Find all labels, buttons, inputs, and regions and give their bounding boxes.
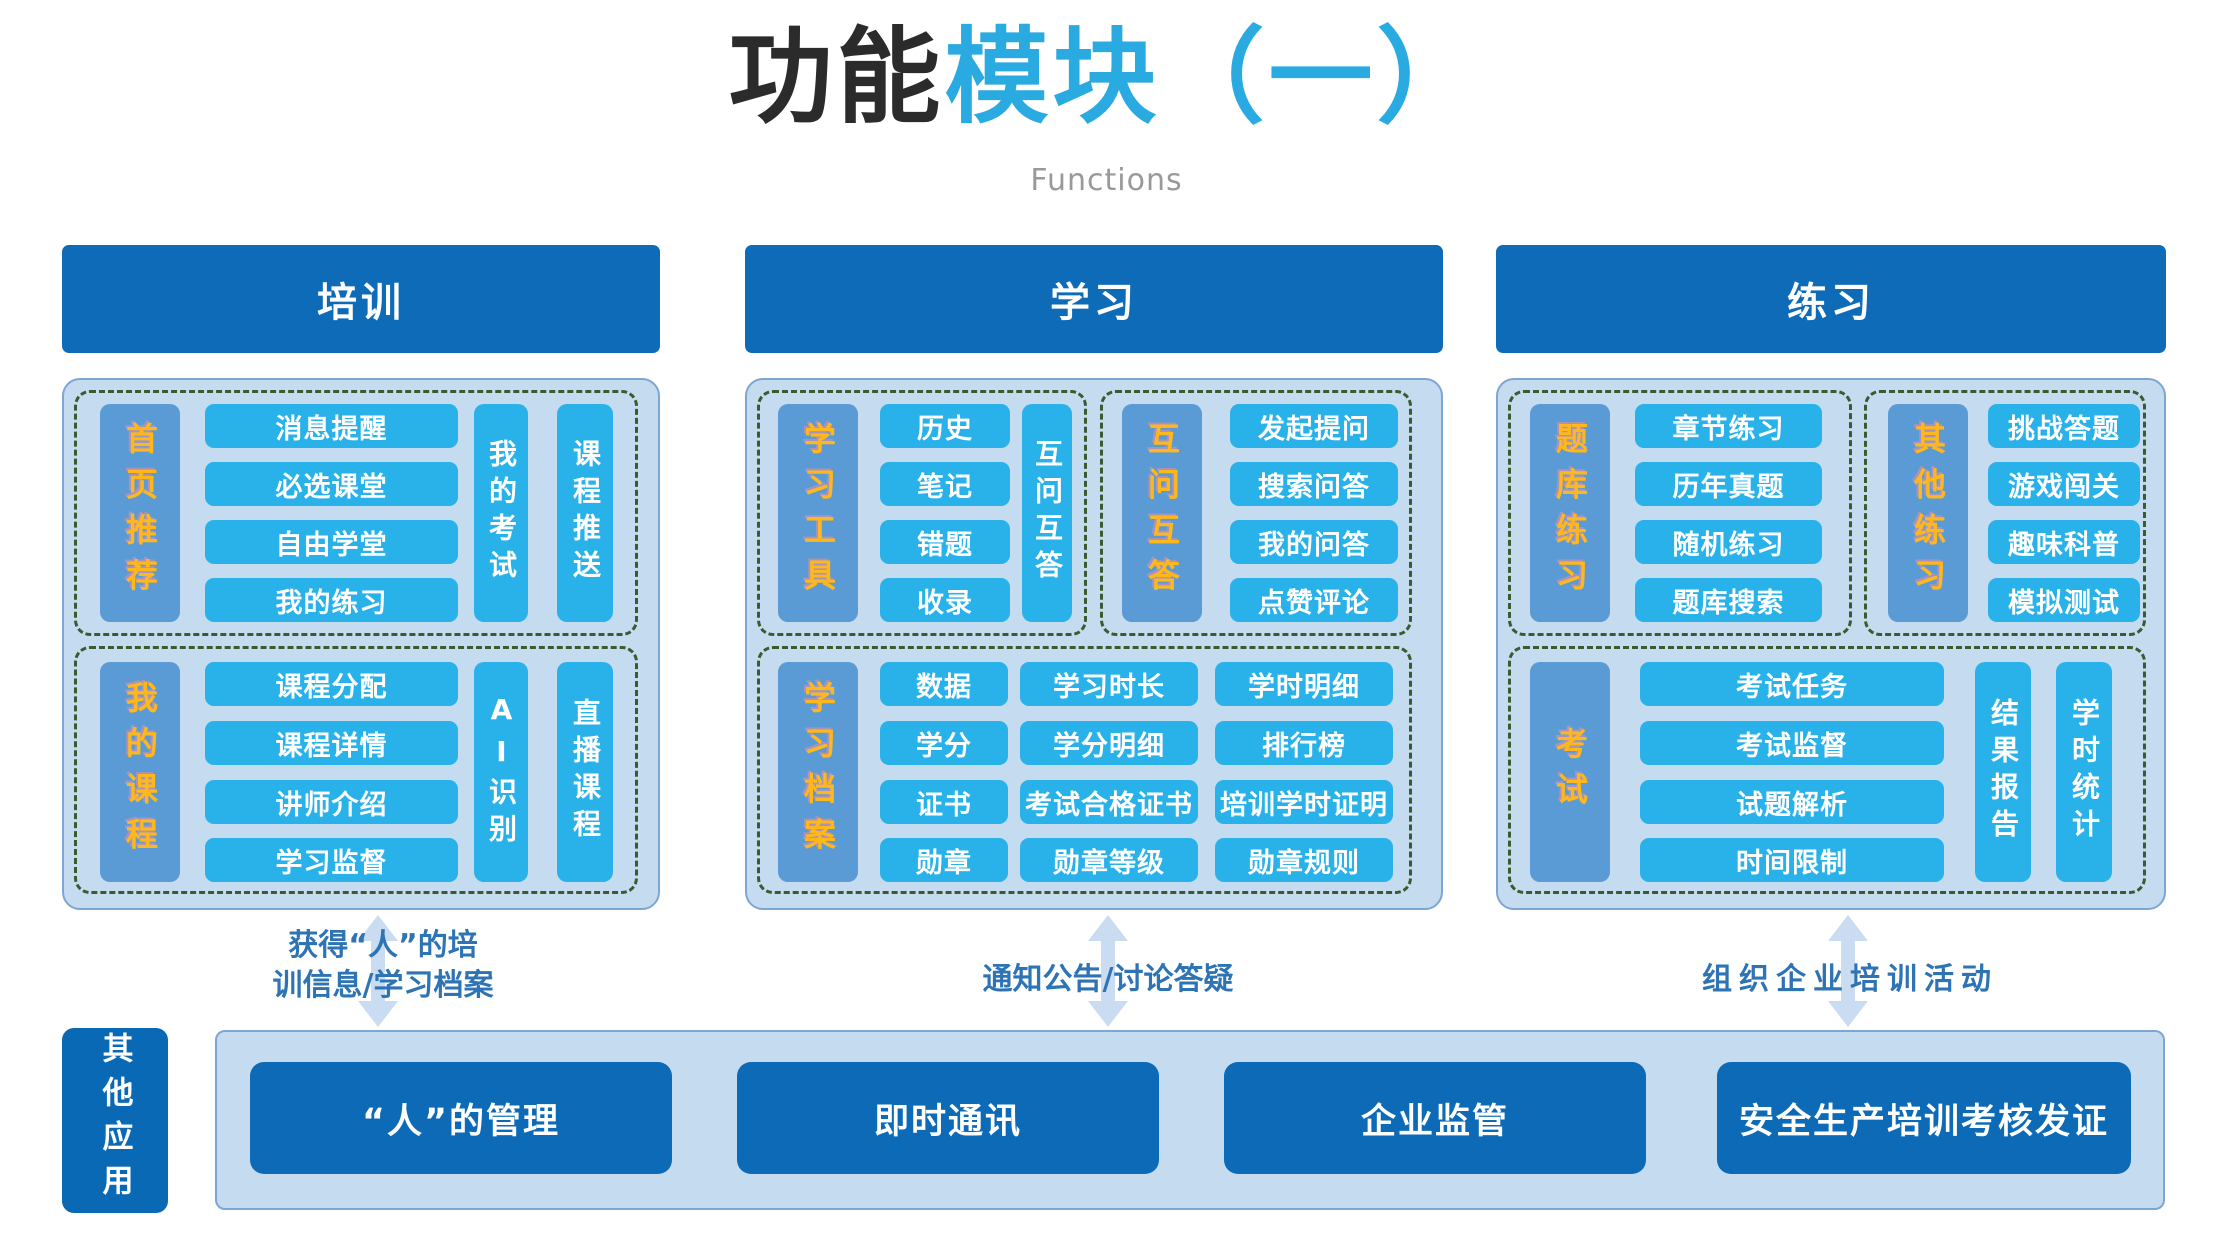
module-node: 勋章: [880, 838, 1008, 882]
module-node: 勋章等级: [1020, 838, 1198, 882]
module-node-text: 直播课程: [569, 698, 602, 846]
group-label: 学习档案: [778, 662, 858, 882]
module-node: 游戏闯关: [1988, 462, 2140, 506]
group-label-text: 互问互答: [1143, 422, 1181, 604]
module-node: 自由学堂: [205, 520, 458, 564]
module-node-text: 互问互答: [1031, 439, 1064, 587]
other-apps-tab: 其他应用: [62, 1028, 168, 1213]
group-label: 其他练习: [1888, 404, 1968, 622]
group-box-question-bank: [1508, 390, 1852, 636]
module-node: 课程分配: [205, 662, 458, 706]
group-label: 考试: [1530, 662, 1610, 882]
group-label: 我的课程: [100, 662, 180, 882]
module-node: 错题: [880, 520, 1010, 564]
module-node: 点赞评论: [1230, 578, 1398, 622]
bottom-app-node: 即时通讯: [737, 1062, 1159, 1174]
section-header-practice: 练习: [1496, 245, 2166, 353]
module-node: 考试监督: [1640, 721, 1944, 765]
module-node-text: 我的考试: [485, 439, 518, 587]
bottom-app-node: “人”的管理: [250, 1062, 672, 1174]
group-label: 学习工具: [778, 404, 858, 622]
group-box-study-tools: [757, 390, 1087, 636]
group-label: 题库练习: [1530, 404, 1610, 622]
module-node-vertical: 结果报告: [1975, 662, 2031, 882]
module-node-vertical: 我的考试: [474, 404, 528, 622]
module-node: 模拟测试: [1988, 578, 2140, 622]
module-node: 消息提醒: [205, 404, 458, 448]
bottom-app-node: 企业监管: [1224, 1062, 1646, 1174]
module-node: 数据: [880, 662, 1008, 706]
section-header-training: 培训: [62, 245, 660, 353]
module-node: 讲师介绍: [205, 780, 458, 824]
module-node-text: AI识别: [485, 693, 518, 851]
module-node: 课程详情: [205, 721, 458, 765]
module-node-vertical: AI识别: [474, 662, 528, 882]
module-node: 搜索问答: [1230, 462, 1398, 506]
group-box-my-courses: [74, 646, 638, 894]
connector-label: 通知公告/讨论答疑: [982, 962, 1234, 997]
module-node: 时间限制: [1640, 838, 1944, 882]
group-label-text: 题库练习: [1551, 422, 1589, 604]
double-arrow: [1828, 915, 1868, 1027]
module-node: 题库搜索: [1635, 578, 1822, 622]
group-label-text: 其他练习: [1909, 422, 1947, 604]
title-dark-part: 功能: [728, 16, 945, 138]
module-node: 考试合格证书: [1020, 780, 1198, 824]
page-subtitle: Functions: [1030, 163, 1183, 198]
module-node: 挑战答题: [1988, 404, 2140, 448]
module-node: 考试任务: [1640, 662, 1944, 706]
module-node: 学习时长: [1020, 662, 1198, 706]
group-label: 互问互答: [1122, 404, 1202, 622]
module-node-vertical: 学时统计: [2056, 662, 2112, 882]
module-node: 随机练习: [1635, 520, 1822, 564]
group-box-other-practice: [1864, 390, 2146, 636]
group-box-exam: [1508, 646, 2146, 894]
module-node: 历年真题: [1635, 462, 1822, 506]
other-apps-tab-text: 其他应用: [96, 1032, 133, 1209]
connector-label: 获得“人”的培 训信息/学习档案: [233, 926, 533, 1006]
double-arrow: [358, 915, 398, 1027]
module-node-vertical: 课程推送: [557, 404, 613, 622]
module-node: 学习监督: [205, 838, 458, 882]
group-label: 首页推荐: [100, 404, 180, 622]
module-node: 我的练习: [205, 578, 458, 622]
group-label-text: 考试: [1551, 726, 1589, 818]
group-box-study-archive: [757, 646, 1412, 894]
module-node: 历史: [880, 404, 1010, 448]
module-node: 证书: [880, 780, 1008, 824]
group-box-mutual-qa: [1100, 390, 1412, 636]
bottom-app-node: 安全生产培训考核发证: [1717, 1062, 2131, 1174]
double-arrow: [1088, 915, 1128, 1027]
connector-label-line: 训信息/学习档案: [272, 968, 494, 1003]
module-node-vertical: 互问互答: [1022, 404, 1072, 622]
section-header-learning: 学习: [745, 245, 1443, 353]
module-node: 发起提问: [1230, 404, 1398, 448]
module-node: 试题解析: [1640, 780, 1944, 824]
module-node: 学分: [880, 721, 1008, 765]
group-label-text: 学习档案: [799, 681, 837, 863]
module-node: 收录: [880, 578, 1010, 622]
module-node-text: 课程推送: [569, 439, 602, 587]
group-label-text: 学习工具: [799, 422, 837, 604]
module-node-vertical: 直播课程: [557, 662, 613, 882]
module-node-text: 学时统计: [2068, 698, 2101, 846]
module-node-text: 结果报告: [1987, 698, 2020, 846]
connector-label: 组织企业培训活动: [1702, 962, 1998, 997]
page-title: 功能模块（一）: [0, 10, 2213, 145]
group-label-text: 首页推荐: [121, 422, 159, 604]
module-node: 培训学时证明: [1215, 780, 1393, 824]
module-node: 排行榜: [1215, 721, 1393, 765]
module-node: 勋章规则: [1215, 838, 1393, 882]
module-node: 必选课堂: [205, 462, 458, 506]
connector-label-line: 获得“人”的培: [288, 928, 478, 963]
module-node: 笔记: [880, 462, 1010, 506]
module-node: 我的问答: [1230, 520, 1398, 564]
module-node: 趣味科普: [1988, 520, 2140, 564]
group-box-homepage-recommend: [74, 390, 638, 636]
group-label-text: 我的课程: [121, 681, 159, 863]
module-node: 章节练习: [1635, 404, 1822, 448]
module-node: 学时明细: [1215, 662, 1393, 706]
module-node: 学分明细: [1020, 721, 1198, 765]
title-cyan-part: 模块（一）: [944, 16, 1485, 138]
